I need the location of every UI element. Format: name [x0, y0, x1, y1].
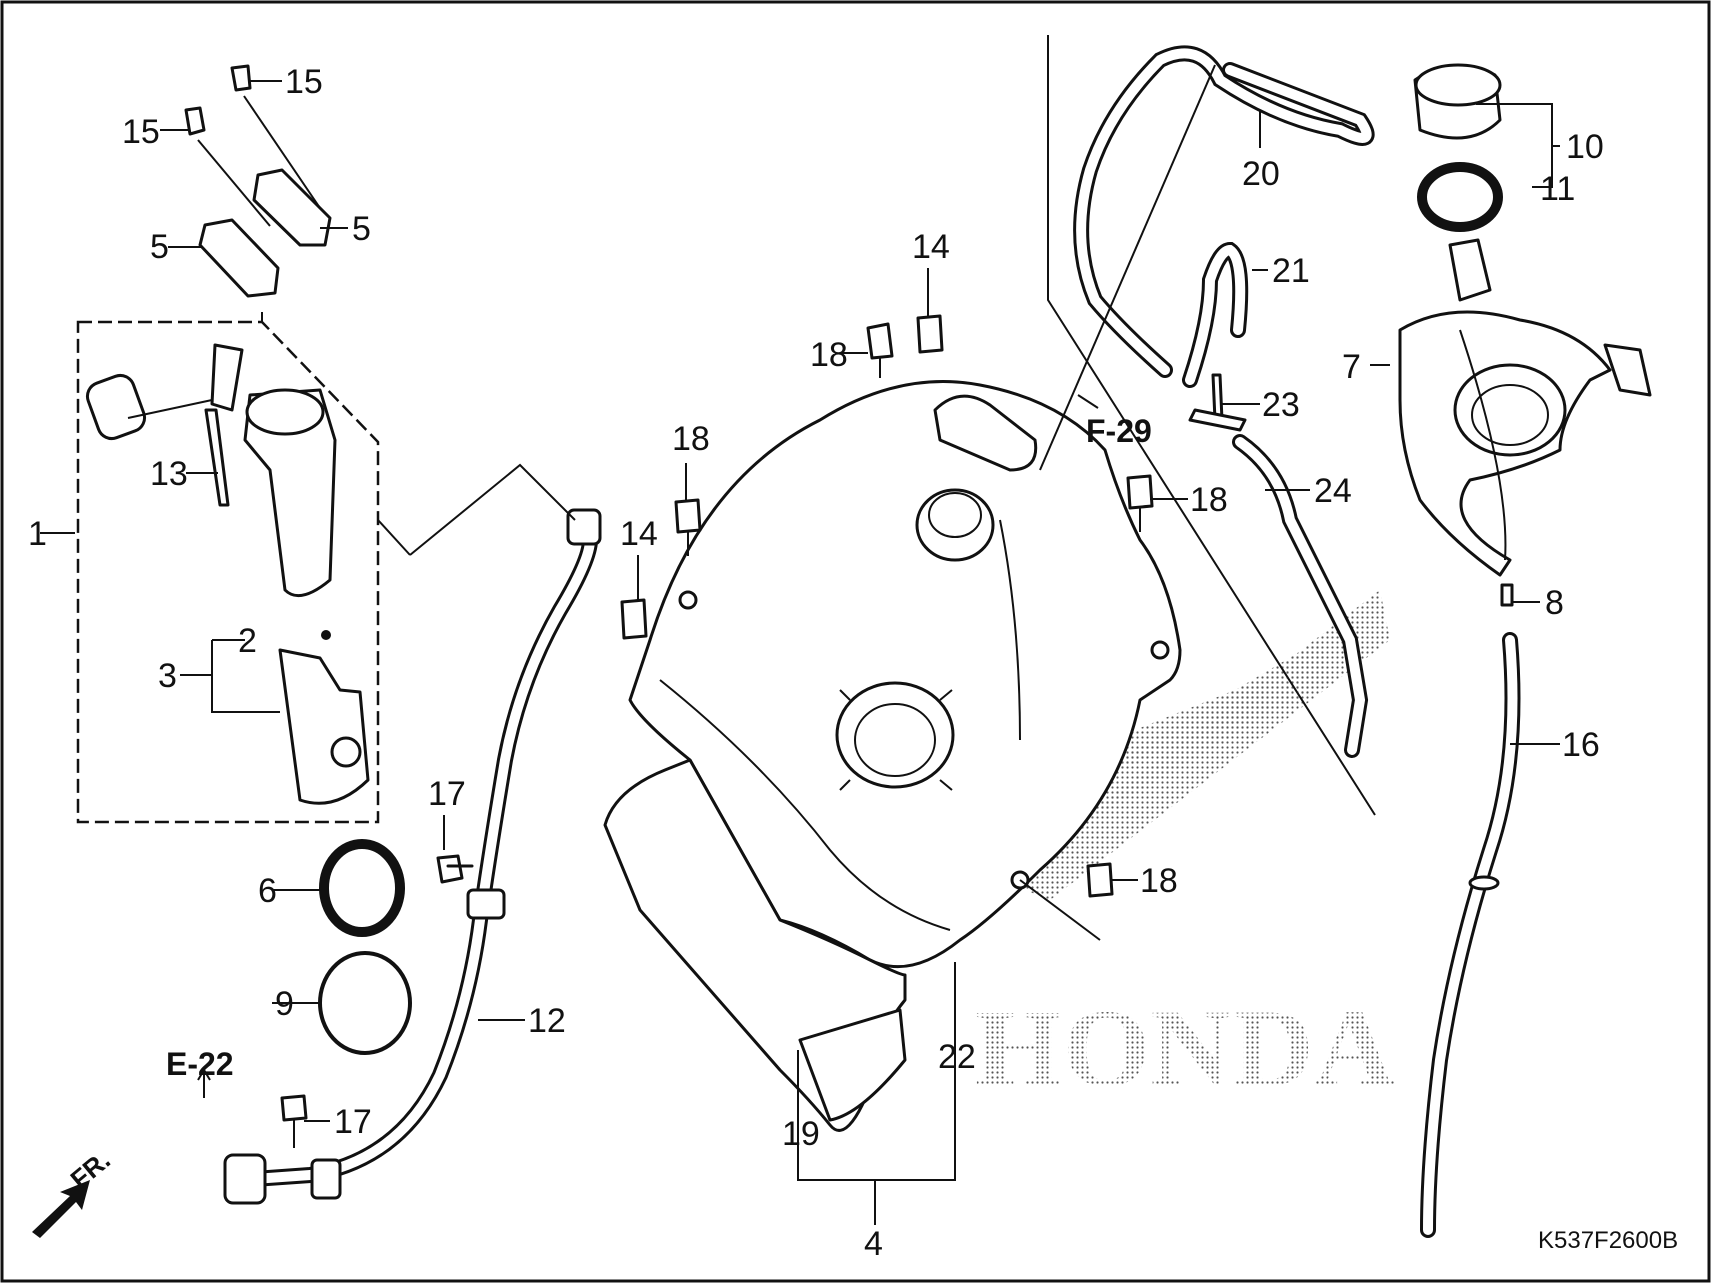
bolt-upper [436, 854, 464, 884]
callout-5-right: 5 [352, 210, 371, 248]
pump-mount-opening [835, 681, 955, 789]
set-plate-right [252, 168, 332, 247]
bolt-lower [280, 1094, 308, 1122]
callout-5-left: 5 [150, 228, 169, 266]
callout-15-left: 15 [122, 113, 160, 151]
callout-10: 10 [1566, 128, 1604, 166]
pump-set-plates [184, 64, 332, 298]
callout-23: 23 [1262, 386, 1300, 424]
fuel-pump-body [243, 388, 337, 598]
callout-16: 16 [1562, 726, 1600, 764]
fuel-filler-cap-group [1398, 63, 1652, 577]
tank-top-cap [933, 394, 1038, 472]
callout-17-bottom: 17 [334, 1103, 372, 1141]
fuel-level-sensor [210, 343, 244, 412]
callout-24: 24 [1314, 472, 1352, 510]
callout-14-top: 14 [912, 228, 950, 266]
bolt-18-left [674, 498, 702, 534]
breather-hoses [1039, 35, 1376, 816]
forward-arrow-icon: FR. [32, 1145, 116, 1238]
fuel-float [85, 373, 147, 441]
cup-side-tab [1603, 343, 1652, 397]
callout-12: 12 [528, 1002, 566, 1040]
cap-seal [1417, 162, 1503, 232]
gasket-ring [319, 839, 405, 937]
callout-18-top: 18 [810, 336, 848, 374]
hose-connector-bottom [223, 1153, 267, 1205]
callout-8: 8 [1545, 584, 1564, 622]
fuel-feed-hose [223, 463, 602, 1205]
bolt-18-lower [1086, 862, 1114, 898]
tank-cover-front [798, 1008, 907, 1122]
callout-18-left: 18 [672, 420, 710, 458]
nut-left [184, 106, 206, 136]
hose-connector-top [566, 508, 602, 546]
callout-18-right: 18 [1190, 481, 1228, 519]
callout-20: 20 [1242, 155, 1280, 193]
callout-9: 9 [275, 985, 294, 1023]
callout-2: 2 [238, 622, 257, 660]
assembly-group-outline [76, 320, 380, 824]
bolts-17 [280, 854, 474, 1148]
fuel-tank [603, 380, 1182, 1132]
set-plate-left [198, 218, 280, 298]
fuel-pump-assembly [76, 312, 380, 824]
pump-filter [278, 648, 370, 805]
callout-14-left: 14 [620, 515, 658, 553]
drain-tube [1420, 583, 1521, 1238]
callout-7: 7 [1342, 348, 1361, 386]
pump-gaskets [318, 839, 412, 1055]
cup-tab [1448, 238, 1492, 302]
ref-f29[interactable]: F-29 [1086, 413, 1152, 449]
callout-4: 4 [864, 1225, 883, 1263]
hose-clamp [466, 888, 506, 920]
clip-14-left [620, 598, 648, 640]
callout-13: 13 [150, 455, 188, 493]
callout-19: 19 [782, 1115, 820, 1153]
clip-14-top [916, 314, 944, 354]
callout-1: 1 [28, 515, 47, 553]
bolt-18-top [866, 322, 894, 360]
callout-3: 3 [158, 657, 177, 695]
figure-code: K537F2600B [1538, 1227, 1678, 1254]
callout-18-lower: 18 [1140, 862, 1178, 900]
nut-right [230, 64, 252, 92]
filler-neck [915, 488, 995, 562]
callout-11: 11 [1540, 170, 1575, 208]
callout-21: 21 [1272, 252, 1310, 290]
callout-15-right: 15 [285, 63, 323, 101]
hose-clamp-lower [310, 1158, 342, 1200]
callout-22: 22 [938, 1038, 976, 1076]
sensor-arm [204, 408, 230, 507]
clamp-8 [1500, 583, 1514, 607]
callout-6: 6 [258, 872, 277, 910]
o-ring [318, 951, 412, 1055]
brand-watermark-text: HONDA [975, 987, 1395, 1109]
pump-o-ring-small [321, 630, 331, 640]
tank-fasteners [620, 314, 1154, 941]
callout-17-top: 17 [428, 775, 466, 813]
bolt-18-right [1126, 474, 1154, 510]
